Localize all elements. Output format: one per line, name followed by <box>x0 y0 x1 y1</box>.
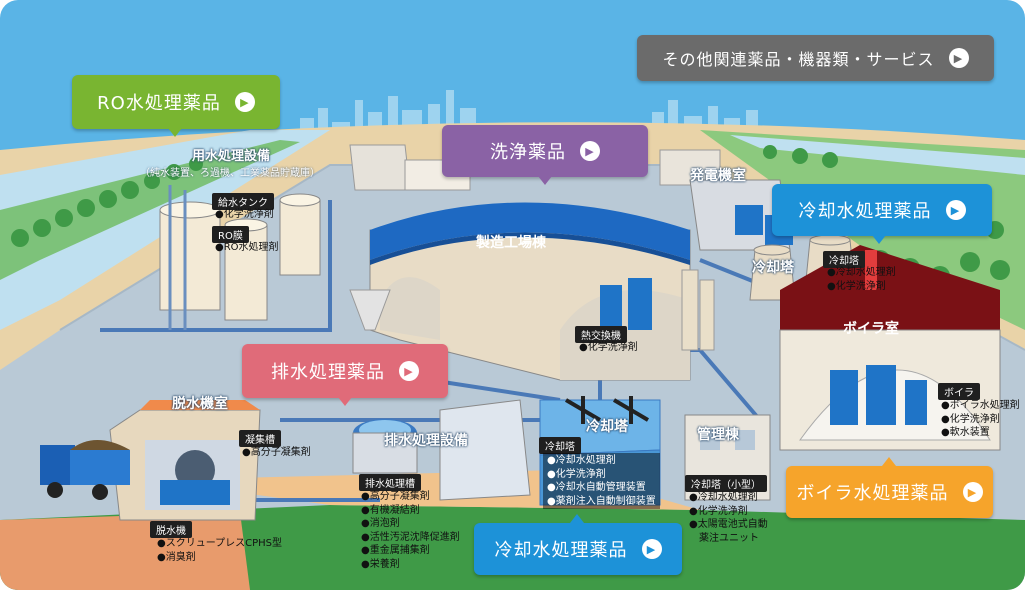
list-item: 太陽電池式自動 <box>689 518 768 532</box>
other-products-services-button[interactable]: その他関連薬品・機器類・サービス ▶ <box>637 35 994 81</box>
drainage-chemicals-button[interactable]: 排水処理薬品 ▶ <box>242 344 448 406</box>
dewatering-machine-tag: 脱水機 <box>150 521 192 538</box>
list-item: 冷却水処理剤 <box>827 266 896 280</box>
heat-exchanger-items: 化学洗浄剤 <box>579 341 638 355</box>
water-treatment-subtitle: （純水装置、ろ過機、工業薬品貯蔵庫） <box>140 168 320 179</box>
other-button-label: その他関連薬品・機器類・サービス <box>662 50 935 69</box>
ro-membrane-tag: RO膜 <box>212 226 249 243</box>
dewatering-room-title: 脱水機室 <box>172 396 228 412</box>
list-item: ボイラ水処理剤 <box>941 399 1020 413</box>
boiler-room-title: ボイラ室 <box>843 321 899 337</box>
callout-pointer <box>538 176 552 185</box>
coagulation-tank-tag: 凝集槽 <box>239 430 281 447</box>
callout-pointer <box>570 514 584 523</box>
factory-title: 製造工場棟 <box>476 235 546 251</box>
coagulation-tank-items: 高分子凝集剤 <box>242 446 311 460</box>
list-item: 冷却水自動管理装置 <box>547 481 656 495</box>
feed-tank-items: 化学洗浄剤 <box>215 208 274 222</box>
chevron-right-icon: ▶ <box>234 92 255 112</box>
chevron-right-icon: ▶ <box>945 200 966 220</box>
ro-button-label: RO水処理薬品 <box>97 93 221 114</box>
list-item: 消泡剤 <box>361 517 460 531</box>
cooling-tower-mid-items: 冷却水処理剤 化学洗浄剤 冷却水自動管理装置 薬剤注入自動制御装置 <box>543 453 660 509</box>
drain-tank-tag: 排水処理槽 <box>359 474 421 491</box>
list-item: 活性汚泥沈降促進剤 <box>361 531 460 545</box>
cooling-water-chemicals-button-bottom[interactable]: 冷却水処理薬品 ▶ <box>474 514 682 575</box>
chevron-right-icon: ▶ <box>948 48 969 68</box>
small-cooling-tower-items: 冷却水処理剤 化学洗浄剤 太陽電池式自動 薬注ユニット <box>689 491 768 545</box>
drainage-button-label: 排水処理薬品 <box>271 362 385 383</box>
list-item: 高分子凝集剤 <box>242 446 311 460</box>
heat-exchanger-tag: 熱交換機 <box>575 326 627 343</box>
boiler-button-label: ボイラ水処理薬品 <box>796 483 949 504</box>
feed-tank-tag: 給水タンク <box>212 193 274 210</box>
washing-chemicals-button[interactable]: 洗浄薬品 ▶ <box>442 125 648 185</box>
list-item: 化学洗浄剤 <box>215 208 274 222</box>
list-item: 化学洗浄剤 <box>941 413 1020 427</box>
boiler-water-chemicals-button[interactable]: ボイラ水処理薬品 ▶ <box>786 457 993 518</box>
list-item: 冷却水処理剤 <box>547 454 656 468</box>
admin-building-title: 管理棟 <box>697 427 739 443</box>
power-plant-title: 発電機室 <box>690 168 746 184</box>
list-item: 薬剤注入自動制御装置 <box>547 495 656 509</box>
ro-treatment-chemicals-button[interactable]: RO水処理薬品 ▶ <box>72 75 280 137</box>
list-item: 栄養剤 <box>361 558 460 572</box>
callout-pointer <box>338 397 352 406</box>
list-item: RO水処理剤 <box>215 241 279 255</box>
list-item: 有機凝結剤 <box>361 504 460 518</box>
ro-membrane-items: RO水処理剤 <box>215 241 279 255</box>
list-item: 化学洗浄剤 <box>579 341 638 355</box>
list-item: 軟水装置 <box>941 426 1020 440</box>
callout-pointer <box>882 457 896 466</box>
list-item: 冷却水処理剤 <box>689 491 768 505</box>
chevron-right-icon: ▶ <box>399 361 419 381</box>
chevron-right-icon: ▶ <box>962 482 983 502</box>
cooling-tower-top-tag: 冷却塔 <box>823 251 865 268</box>
list-item: 高分子凝集剤 <box>361 490 460 504</box>
drain-tank-items: 高分子凝集剤 有機凝結剤 消泡剤 活性汚泥沈降促進剤 重金属捕集剤 栄養剤 <box>361 490 460 571</box>
list-item: 化学洗浄剤 <box>547 468 656 482</box>
boiler-items: ボイラ水処理剤 化学洗浄剤 軟水装置 <box>941 399 1020 440</box>
cooling-top-button-label: 冷却水処理薬品 <box>798 201 932 222</box>
cooling-tower-mid-tag: 冷却塔 <box>539 437 581 454</box>
list-item-continuation: 薬注ユニット <box>699 532 759 544</box>
cooling-bottom-button-label: 冷却水処理薬品 <box>494 540 628 561</box>
cooling-tower-mid-title: 冷却塔 <box>586 419 628 435</box>
cooling-water-chemicals-button-top[interactable]: 冷却水処理薬品 ▶ <box>772 184 992 244</box>
callout-pointer <box>168 128 182 137</box>
list-item: 化学洗浄剤 <box>689 505 768 519</box>
list-item: 重金属捕集剤 <box>361 544 460 558</box>
small-cooling-tower-tag: 冷却塔（小型） <box>685 475 767 492</box>
dewatering-machine-items: スクリュープレスCPHS型 消臭剤 <box>157 537 282 564</box>
boiler-tag: ボイラ <box>938 383 980 400</box>
water-treatment-title: 用水処理設備 <box>192 149 271 164</box>
drain-facility-title: 排水処理設備 <box>384 433 468 449</box>
washing-button-label: 洗浄薬品 <box>490 142 566 163</box>
list-item: スクリュープレスCPHS型 <box>157 537 282 551</box>
cooling-tower-top-items: 冷却水処理剤 化学洗浄剤 <box>827 266 896 293</box>
chevron-right-icon: ▶ <box>580 141 600 161</box>
callout-pointer <box>872 235 886 244</box>
chevron-right-icon: ▶ <box>641 539 662 559</box>
list-item: 化学洗浄剤 <box>827 280 896 294</box>
cooling-tower-top-title: 冷却塔 <box>752 260 794 276</box>
list-item: 消臭剤 <box>157 551 282 565</box>
